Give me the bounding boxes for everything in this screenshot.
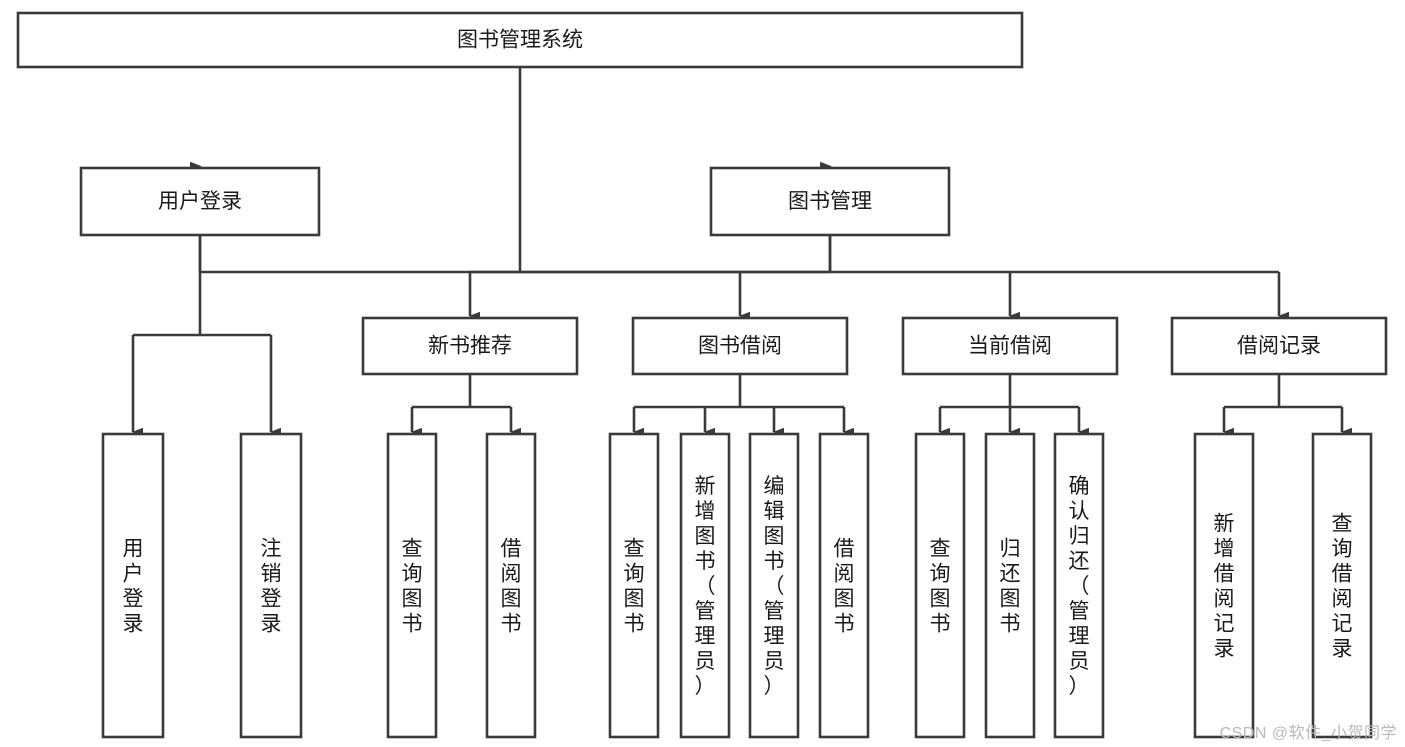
node-borrow-records[interactable]: 借阅记录 (1170, 316, 1388, 376)
node-root-box[interactable] (16, 11, 1024, 69)
node-user-login-label: 用户登录 (158, 190, 242, 213)
node-leaf-query-borrow-record-label: 查询借阅记录 (1332, 513, 1353, 661)
node-leaf-query-book-bb-box[interactable] (608, 432, 660, 739)
node-root-label: 图书管理系统 (457, 29, 583, 52)
node-current-borrow-box[interactable] (901, 316, 1119, 376)
node-leaf-add-borrow-record-label: 新增借阅记录 (1214, 513, 1235, 661)
node-leaf-query-borrow-record-box[interactable] (1311, 432, 1373, 739)
node-leaf-query-borrow-record[interactable]: 查询借阅记录 (1311, 432, 1373, 739)
node-leaf-user-login-box[interactable] (101, 432, 165, 739)
node-leaf-add-book-admin-box[interactable] (679, 432, 731, 739)
node-leaf-add-borrow-record[interactable]: 新增借阅记录 (1193, 432, 1255, 739)
node-leaf-add-borrow-record-box[interactable] (1193, 432, 1255, 739)
node-leaf-query-book-nb-label: 查询图书 (402, 538, 423, 636)
edges-layer (131, 67, 1352, 437)
node-book-borrow-box[interactable] (631, 316, 849, 376)
node-leaf-borrow-book-bb-box[interactable] (818, 432, 870, 739)
node-leaf-user-logout[interactable]: 注销登录 (239, 432, 303, 739)
node-leaf-query-book-cb-label: 查询图书 (930, 538, 951, 636)
node-book-borrow[interactable]: 图书借阅 (631, 316, 849, 376)
node-leaf-query-book-nb-box[interactable] (386, 432, 438, 739)
node-leaf-edit-book-admin-label: 编辑图书（管理员） (764, 475, 785, 698)
node-leaf-user-logout-label: 注销登录 (261, 538, 282, 636)
node-book-borrow-label: 图书借阅 (698, 335, 782, 358)
node-leaf-query-book-cb-box[interactable] (914, 432, 966, 739)
node-borrow-records-box[interactable] (1170, 316, 1388, 376)
node-current-borrow-label: 当前借阅 (968, 335, 1052, 358)
node-leaf-add-book-admin[interactable]: 新增图书（管理员） (679, 432, 731, 739)
node-new-book-recommend[interactable]: 新书推荐 (361, 316, 579, 376)
node-leaf-confirm-return-admin-label: 确认归还（管理员） (1069, 475, 1090, 698)
node-leaf-return-book[interactable]: 归还图书 (984, 432, 1036, 739)
node-leaf-add-book-admin-label: 新增图书（管理员） (695, 475, 716, 698)
node-leaf-borrow-book-bb-label: 借阅图书 (834, 538, 855, 636)
node-leaf-edit-book-admin[interactable]: 编辑图书（管理员） (748, 432, 800, 739)
node-leaf-edit-book-admin-box[interactable] (748, 432, 800, 739)
node-leaf-borrow-book-nb[interactable]: 借阅图书 (485, 432, 537, 739)
node-leaf-confirm-return-admin-box[interactable] (1053, 432, 1105, 739)
node-current-borrow[interactable]: 当前借阅 (901, 316, 1119, 376)
node-book-management-box[interactable] (709, 166, 951, 237)
node-book-management-label: 图书管理 (788, 190, 872, 213)
csdn-watermark: CSDN @软件_小贺同学 (1219, 725, 1397, 742)
node-leaf-user-logout-box[interactable] (239, 432, 303, 739)
node-leaf-user-login-label: 用户登录 (123, 538, 144, 636)
node-leaf-borrow-book-nb-label: 借阅图书 (501, 538, 522, 636)
nodes-layer: 图书管理系统用户登录图书管理新书推荐图书借阅当前借阅借阅记录用户登录注销登录查询… (16, 11, 1388, 739)
node-new-book-recommend-label: 新书推荐 (428, 335, 512, 358)
node-leaf-confirm-return-admin[interactable]: 确认归还（管理员） (1053, 432, 1105, 739)
node-leaf-return-book-box[interactable] (984, 432, 1036, 739)
node-leaf-borrow-book-nb-box[interactable] (485, 432, 537, 739)
node-user-login[interactable]: 用户登录 (79, 166, 321, 237)
node-book-management[interactable]: 图书管理 (709, 166, 951, 237)
node-leaf-query-book-bb[interactable]: 查询图书 (608, 432, 660, 739)
node-root[interactable]: 图书管理系统 (16, 11, 1024, 69)
node-borrow-records-label: 借阅记录 (1237, 335, 1321, 358)
node-leaf-query-book-cb[interactable]: 查询图书 (914, 432, 966, 739)
node-leaf-query-book-nb[interactable]: 查询图书 (386, 432, 438, 739)
node-leaf-query-book-bb-label: 查询图书 (624, 538, 645, 636)
node-leaf-user-login[interactable]: 用户登录 (101, 432, 165, 739)
node-leaf-return-book-label: 归还图书 (1000, 538, 1021, 636)
node-leaf-borrow-book-bb[interactable]: 借阅图书 (818, 432, 870, 739)
node-new-book-recommend-box[interactable] (361, 316, 579, 376)
node-user-login-box[interactable] (79, 166, 321, 237)
